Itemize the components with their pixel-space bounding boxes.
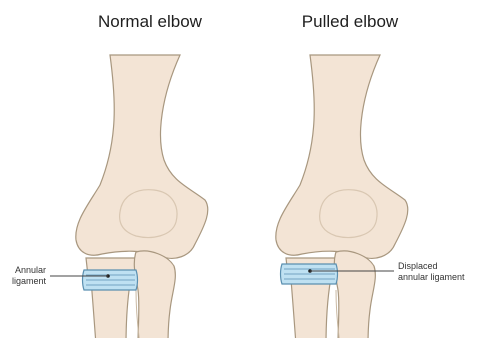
annular-label-line2: ligament [10, 276, 46, 287]
displaced-label-line1: Displaced [398, 261, 478, 272]
annular-label-line1: Annular [10, 265, 46, 276]
annular-ligament-displaced [281, 264, 338, 284]
displaced-ligament-label: Displaced annular ligament [398, 261, 478, 283]
displaced-label-line2: annular ligament [398, 272, 478, 283]
pulled-elbow-illustration [276, 55, 408, 338]
annular-ligament-label: Annular ligament [10, 265, 46, 287]
annular-ligament-normal [83, 270, 138, 290]
normal-elbow-illustration [76, 55, 208, 338]
